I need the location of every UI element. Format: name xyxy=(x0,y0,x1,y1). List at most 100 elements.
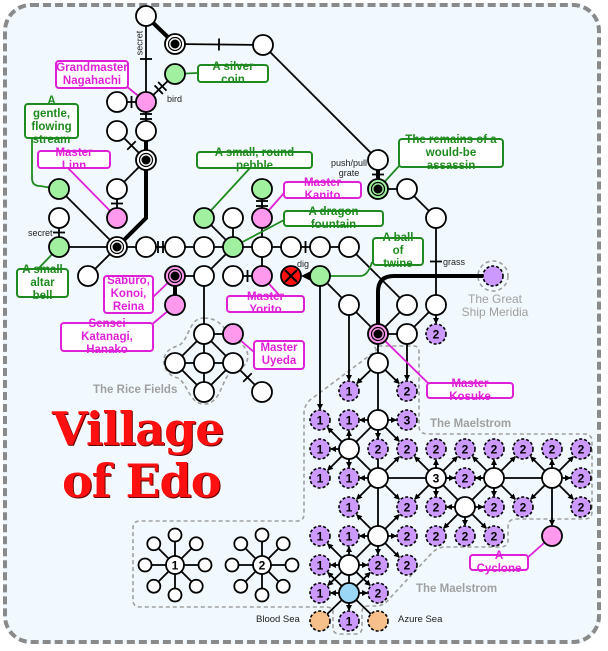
node-number: 2 xyxy=(491,501,498,515)
map-node-a349 xyxy=(338,236,360,258)
label-katanagi: Sensei Katanagi, Hanako xyxy=(60,318,154,356)
map-node-c436 xyxy=(425,207,447,229)
map-node-a320 xyxy=(309,236,331,258)
edge-tick-mark xyxy=(153,84,164,95)
label-azure-sea: Azure Sea xyxy=(398,614,443,625)
loop-star-2: 2 xyxy=(224,527,300,603)
note-secret-left: secret xyxy=(28,228,53,238)
region-rice-fields-outline xyxy=(162,317,249,405)
label-cyclone: A Cyclone xyxy=(469,550,529,575)
numbered-node xyxy=(309,438,331,460)
node-number: 2 xyxy=(549,443,556,457)
node-number: 2 xyxy=(375,443,382,457)
maelstrom-hub-number: 3 xyxy=(433,472,440,486)
label-nagahachi: Grandmaster Nagahachi xyxy=(55,60,129,89)
node-number: 2 xyxy=(578,501,585,515)
map-node-altar xyxy=(48,236,70,258)
edge-tick-mark xyxy=(242,372,253,383)
numbered-node xyxy=(396,409,418,431)
numbered-node xyxy=(338,467,360,489)
node-number: 2 xyxy=(491,530,498,544)
node-number: 1 xyxy=(317,530,324,544)
node-number: 1 xyxy=(317,559,324,573)
loop-icon xyxy=(167,587,183,603)
loop-icon xyxy=(188,536,204,552)
label-blood-sea: Blood Sea xyxy=(256,614,300,625)
map-node-b407b xyxy=(396,323,418,345)
numbered-node xyxy=(396,380,418,402)
node-number: 2 xyxy=(404,443,411,457)
map-node-stream xyxy=(48,178,70,200)
numbered-node xyxy=(454,438,476,460)
label-fountain: A dragon fountain xyxy=(283,206,384,231)
ring xyxy=(370,181,386,197)
map-node-o2 xyxy=(367,610,389,632)
node-number: 1 xyxy=(317,443,324,457)
loop-icon xyxy=(188,578,204,594)
map-node-pebble xyxy=(193,207,215,229)
loop-icon xyxy=(224,557,240,573)
loop-icon xyxy=(233,536,249,552)
map-node-a204b xyxy=(193,265,215,287)
node-number: 2 xyxy=(404,530,411,544)
map-node-sec xyxy=(48,207,70,229)
map-node-D xyxy=(483,467,505,489)
node-number: 2 xyxy=(462,472,469,486)
map-node-coin xyxy=(164,63,186,85)
loop-icon xyxy=(254,527,270,543)
map-node-sen xyxy=(164,294,186,316)
numbered-node xyxy=(309,582,331,604)
node-number: 1 xyxy=(317,414,324,428)
node-number: 1 xyxy=(346,472,353,486)
loop-icon xyxy=(146,578,162,594)
map-node-r1a xyxy=(193,323,215,345)
loop-icon xyxy=(275,578,291,594)
numbered-node xyxy=(309,554,331,576)
ring xyxy=(167,36,183,52)
map-node-a291 xyxy=(280,236,302,258)
node-number: 2 xyxy=(433,443,440,457)
numbered-node xyxy=(483,525,505,547)
map-node-linn xyxy=(106,207,128,229)
map-title-line2: of Edo xyxy=(62,454,221,508)
loop-icon xyxy=(146,536,162,552)
ring xyxy=(109,239,125,255)
leader-line xyxy=(67,167,118,219)
loop-icon xyxy=(275,536,291,552)
map-node-E xyxy=(541,467,563,489)
map-node-r3 xyxy=(193,352,215,374)
node-number: 1 xyxy=(346,530,353,544)
numbered-node xyxy=(396,554,418,576)
map-node-kan xyxy=(251,207,273,229)
note-grass: grass xyxy=(443,257,466,267)
note-dig: dig xyxy=(297,259,310,269)
label-altar-bell: A small altar bell xyxy=(16,264,69,302)
map-node-blue xyxy=(338,582,360,604)
label-saburo: Saburo, Konoi, Reina xyxy=(103,275,154,314)
map-node-k363 xyxy=(367,352,389,374)
map-node-top xyxy=(135,5,157,27)
map-node-m189 xyxy=(106,178,128,200)
numbered-node xyxy=(425,496,447,518)
numbered-node xyxy=(570,438,592,460)
ring-center xyxy=(373,329,383,339)
map-node-a204 xyxy=(193,236,215,258)
node-number: 2 xyxy=(375,587,382,601)
numbered-node xyxy=(367,438,389,460)
node-number: 3 xyxy=(404,414,411,428)
numbered-node xyxy=(396,438,418,460)
numbered-node xyxy=(338,409,360,431)
map-node-a233t xyxy=(222,207,244,229)
numbered-node xyxy=(425,323,447,345)
node-number: 2 xyxy=(520,501,527,515)
numbered-node xyxy=(309,525,331,547)
map-node-r5 xyxy=(193,381,215,403)
ring-center xyxy=(112,242,122,252)
map-node-yor xyxy=(251,265,273,287)
node-number: 2 xyxy=(433,328,440,342)
star-center xyxy=(252,555,272,575)
map-node-A xyxy=(367,409,389,431)
regions xyxy=(132,260,593,635)
